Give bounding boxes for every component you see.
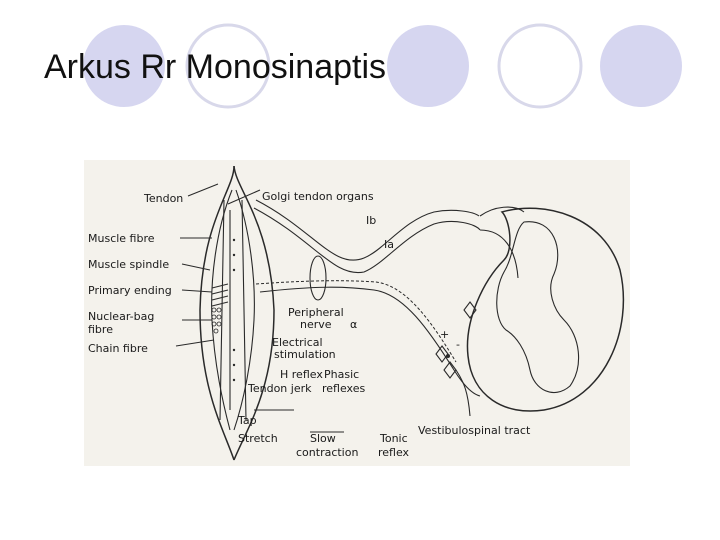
spindle-outline [233,189,255,431]
label-tendon-jerk: Tendon jerk [247,382,312,395]
label-muscle-fibre: Muscle fibre [88,232,155,245]
label-peripheral-nerve: nerve [300,318,332,331]
label-minus: - [456,338,460,351]
deco-circle [387,25,469,107]
muscle-fibres [219,199,247,421]
ia-fibre [253,207,481,274]
label-reflex: reflex [378,446,410,459]
label-alpha: α [350,318,357,331]
nuclear-bag-nuclei [211,307,222,334]
primary-ending-coil [211,283,229,307]
slide-title: Arkus Rr Monosinaptis [44,48,387,86]
figure-background [84,160,630,466]
leader-lines [175,183,261,347]
label-chain-fibre: Chain fibre [88,342,148,355]
reflex-arc-diagram: Tendon Golgi tendon organs Muscle fibre … [84,160,630,466]
label-reflexes: reflexes [322,382,365,395]
label-stimulation: stimulation [274,348,336,361]
label-vestibulospinal: Vestibulospinal tract [418,424,531,437]
muscle-outline-left [199,165,235,461]
motor-fibre-2 [255,280,457,363]
label-contraction: contraction [296,446,358,459]
chain-fibre-nuclei [232,238,236,382]
label-muscle-spindle: Muscle spindle [88,258,169,271]
label-nuclear-bag-fibre: fibre [88,323,113,336]
label-golgi: Golgi tendon organs [262,190,374,203]
label-phasic: Phasic [324,368,359,381]
ib-fibre [255,199,480,261]
spinal-cord-outline [466,207,625,412]
vestibulospinal-line [455,369,471,417]
dorsal-root-fibres [479,206,525,279]
label-primary-ending: Primary ending [88,284,172,297]
label-peripheral: Peripheral [288,306,344,319]
decorative-circles [83,23,682,109]
label-nuclear-bag: Nuclear-bag [88,310,154,323]
peripheral-nerve-sheath [309,255,327,301]
label-tonic: Tonic [379,432,408,445]
deco-circle [83,25,165,107]
grey-matter-outline [496,221,580,394]
deco-circle [600,25,682,107]
deco-ring [185,23,271,109]
label-stretch: Stretch [238,432,278,445]
label-h-reflex: H reflex [280,368,323,381]
label-electrical: Electrical [272,336,323,349]
label-ib: Ib [366,214,376,227]
label-plus: + [440,328,449,341]
muscle-outline-right [233,165,275,461]
motoneuron [446,354,450,358]
label-ia: Ia [384,238,394,251]
label-tendon: Tendon [143,192,183,205]
label-slow: Slow [310,432,336,445]
label-tap: Tap [237,414,257,427]
interneuron-symbol [435,301,477,379]
deco-ring [497,23,583,109]
leader-lines [254,409,344,433]
